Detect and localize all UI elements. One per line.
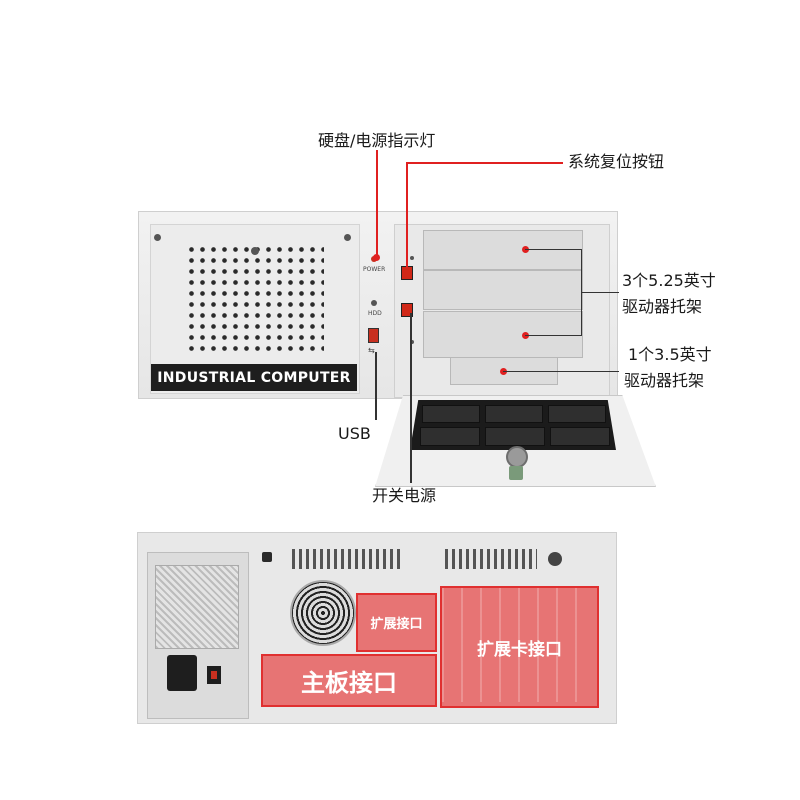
hdd-led-icon (371, 300, 377, 306)
door-lock-icon[interactable] (506, 446, 528, 468)
expansion-port-box: 扩展接口 (356, 593, 437, 652)
psu-fan-grill (155, 565, 239, 649)
reset-button[interactable] (401, 266, 413, 280)
callout-hdd-power-led: 硬盘/电源指示灯 (318, 131, 436, 150)
screw-icon (154, 234, 161, 241)
expansion-port-label: 扩展接口 (370, 617, 423, 632)
expansion-card-ports-label: 扩展卡接口 (477, 639, 562, 660)
rear-port-icon (262, 552, 272, 562)
indicator-dot-icon (410, 256, 414, 260)
callout-line (581, 292, 619, 293)
callout-power-switch: 开关电源 (372, 486, 437, 505)
callout-line (406, 162, 563, 164)
motherboard-ports-box: 主板接口 (261, 654, 437, 707)
power-inlet-icon[interactable] (167, 655, 197, 691)
callout-line (406, 162, 408, 268)
indicator-dot-icon (410, 340, 414, 344)
motherboard-ports-label: 主板接口 (301, 669, 397, 697)
callout-line (525, 249, 581, 250)
lock-base-icon (509, 466, 523, 480)
callout-line (376, 150, 378, 258)
screw-icon (251, 247, 259, 255)
rear-vents (292, 549, 402, 569)
front-vent-grid (186, 244, 324, 356)
power-mark: POWER (363, 266, 386, 273)
expansion-card-ports-box: 扩展卡接口 (440, 586, 599, 708)
rear-fan-icon (290, 580, 356, 646)
drive-bay-525 (423, 270, 583, 310)
usb-port[interactable] (368, 328, 379, 343)
callout-line (375, 352, 377, 420)
screw-icon (344, 234, 351, 241)
hdd-mark: HDD (368, 310, 382, 317)
rear-screw-icon (548, 552, 562, 566)
callout-bay-35-line2: 驱动器托架 (624, 371, 705, 390)
drive-bay-525 (423, 230, 583, 270)
callout-line (525, 335, 581, 336)
callout-usb: USB (338, 424, 371, 443)
dust-filter (410, 400, 616, 450)
callout-line (410, 313, 412, 483)
brand-label: INDUSTRIAL COMPUTER (151, 364, 357, 391)
callout-bays-525-line2: 驱动器托架 (622, 297, 703, 316)
callout-bays-525-line1: 3个5.25英寸 (622, 271, 716, 290)
callout-line (503, 371, 619, 372)
drive-bay-525 (423, 311, 583, 358)
callout-bay-35-line1: 1个3.5英寸 (628, 345, 712, 364)
psu-switch[interactable] (207, 666, 221, 684)
callout-dot (373, 254, 380, 261)
rear-vents (445, 549, 537, 569)
callout-reset-button: 系统复位按钮 (568, 152, 665, 171)
usb-symbol-icon: ⇆ (368, 346, 375, 355)
